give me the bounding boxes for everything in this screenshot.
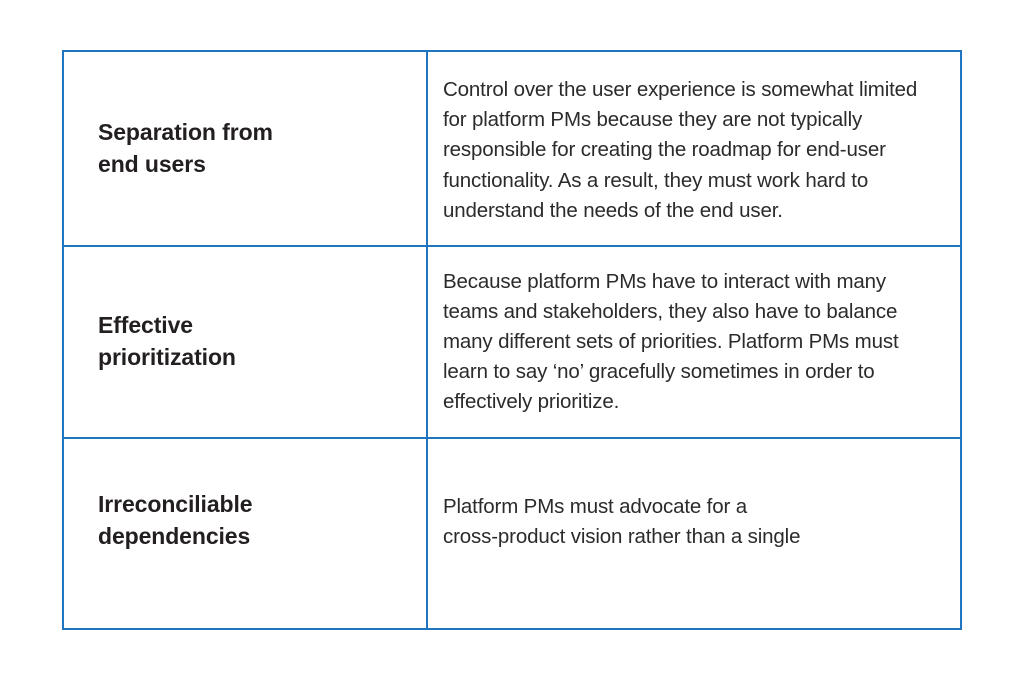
row-description: Control over the user experience is some… [443, 78, 918, 222]
table-cell-description: Platform PMs must advocate for a cross-p… [428, 439, 960, 628]
table-row: Effective prioritization Because platfor… [64, 247, 960, 439]
row-description: Platform PMs must advocate for a cross-p… [443, 495, 801, 549]
table-cell-label: Separation from end users [64, 52, 428, 245]
table-row: Irreconciliable dependencies Platform PM… [64, 439, 960, 628]
table-row: Separation from end users Control over t… [64, 52, 960, 247]
table-cell-description: Control over the user experience is some… [428, 52, 960, 245]
row-label: Irreconciliable dependencies [98, 491, 253, 549]
table-cell-label: Effective prioritization [64, 247, 428, 437]
row-description: Because platform PMs have to interact wi… [443, 269, 899, 414]
table-cell-description: Because platform PMs have to interact wi… [428, 247, 960, 437]
challenges-table: Separation from end users Control over t… [62, 50, 962, 630]
row-label: Separation from end users [98, 118, 273, 177]
table-body: Separation from end users Control over t… [64, 52, 960, 628]
row-label: Effective prioritization [98, 312, 236, 370]
table-cell-label: Irreconciliable dependencies [64, 439, 428, 628]
